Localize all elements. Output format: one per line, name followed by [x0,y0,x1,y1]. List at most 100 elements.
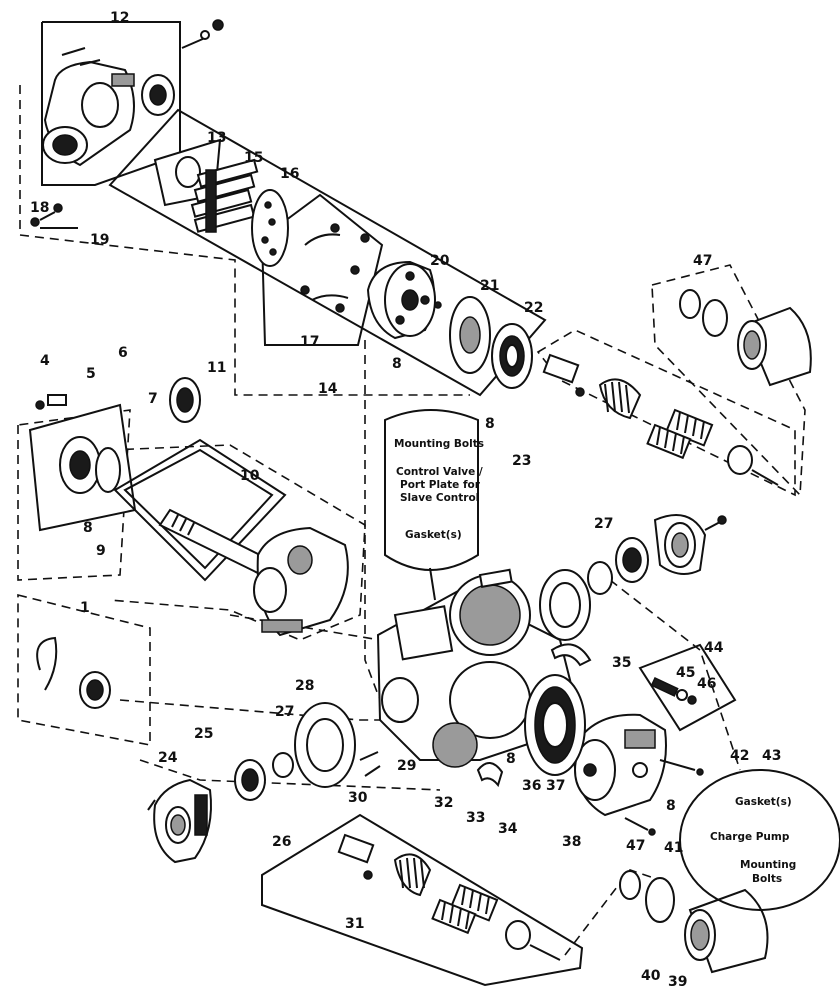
note-23-line2: Control Valve / [396,466,483,478]
callout-c13: 13 [207,130,226,146]
callout-c32: 32 [434,795,453,811]
group-31-frame [261,813,584,987]
o-ring-27-left [272,752,294,778]
callout-c14: 14 [318,381,338,397]
callout-c9: 9 [96,543,106,559]
callout-c15: 15 [244,150,263,166]
plug-set-44 [650,677,697,705]
callout-c26: 26 [272,834,291,850]
callout-c20: 20 [430,253,450,269]
callout-c40: 40 [641,968,661,984]
callout-c23: 23 [512,453,531,469]
swashplate-10 [253,526,349,637]
callout-c8d: 8 [506,751,516,767]
callout-c8a: 8 [392,356,402,372]
housing-leader-b [364,340,381,701]
flange-shaft-right [653,514,727,575]
gasket-9 [113,438,287,582]
callout-c12: 12 [110,10,129,26]
cylinder-block-20 [366,260,436,340]
callout-c4: 4 [40,353,50,369]
valve-plate-35-36 [524,674,586,776]
callout-c33: 33 [466,810,485,826]
group-47-bottom-frame [564,869,661,956]
group-14-frame [108,108,547,397]
snap-ring-1 [36,636,111,709]
bolt-set-12 [61,19,224,66]
note-43-line4: Bolts [752,873,782,885]
callout-c30: 30 [348,790,368,806]
callout-c5: 5 [86,366,96,382]
snap-ring-33 [476,762,504,788]
note-23-line5: Gasket(s) [405,529,462,541]
callout-c24: 24 [158,750,178,766]
callout-c7: 7 [148,391,158,407]
bearing-right [615,537,649,583]
group-12-frame [41,21,181,186]
callout-c19: 19 [90,232,109,248]
filter-39 [684,888,769,974]
note-23-line3: Port Plate for [400,479,481,491]
shim-28 [294,702,356,788]
bearing-12 [141,74,175,116]
callout-c28: 28 [295,678,314,694]
note-43-line1: Gasket(s) [735,796,792,808]
shaft-10 [158,508,272,577]
callout-c39: 39 [668,974,687,990]
callout-c43: 43 [762,748,781,764]
callout-c41: 41 [664,840,683,856]
group-44-frame [638,643,737,732]
callout-c8c: 8 [83,520,93,536]
group-1-frame [17,593,151,746]
callout-c31: 31 [345,916,364,932]
end-cover-38 [573,713,704,817]
control-valve-31 [337,833,561,961]
o-rings-bottom [619,870,675,923]
callout-c18: 18 [30,200,49,216]
callout-c10: 10 [240,468,260,484]
filter-47-top [737,306,812,387]
note-43-line3: Mounting [740,859,796,871]
note-23-bubble [384,409,479,601]
bearing-11 [169,377,201,423]
housing-leader-e [609,579,741,771]
pistons-15 [190,158,259,233]
housing-leader-d [139,759,441,791]
pins-29 [359,751,381,777]
pin-18-19 [30,203,78,229]
group-10-frame [109,444,366,641]
callout-c36: 36 [522,778,541,794]
flange-24-25 [147,778,212,864]
group-12-leader [19,85,470,396]
callout-layer: 1213151617181920212247456711148810238927… [30,10,781,990]
seal-7 [95,447,121,493]
callout-c45: 45 [676,665,695,681]
shim-right [539,569,591,641]
callout-c29: 29 [397,758,416,774]
group-47-top-frame [651,264,806,497]
callout-c44: 44 [704,640,724,656]
retainer-16 [251,189,289,267]
bearing-22 [491,323,533,389]
hardware-17 [300,223,370,313]
note-23-line1: Mounting Bolts [394,438,484,450]
callout-c38: 38 [562,834,581,850]
callout-c17: 17 [300,334,319,350]
group-6-frame [17,409,131,581]
note-23-line4: Slave Control [400,492,479,504]
callout-c25: 25 [194,726,213,742]
o-rings-47-top [679,289,728,337]
callout-c16: 16 [280,166,299,182]
fastener-4-5 [35,394,67,410]
o-ring-27-right [587,561,613,595]
callout-c27b: 27 [275,704,294,720]
note-43-line2: Charge Pump [710,831,790,843]
charge-pump-housing [42,60,135,167]
callout-c46: 46 [697,676,716,692]
note-43-bubble [679,769,840,911]
valve-plate-21 [434,296,491,374]
callout-c6: 6 [118,345,128,361]
callout-c35: 35 [612,655,631,671]
